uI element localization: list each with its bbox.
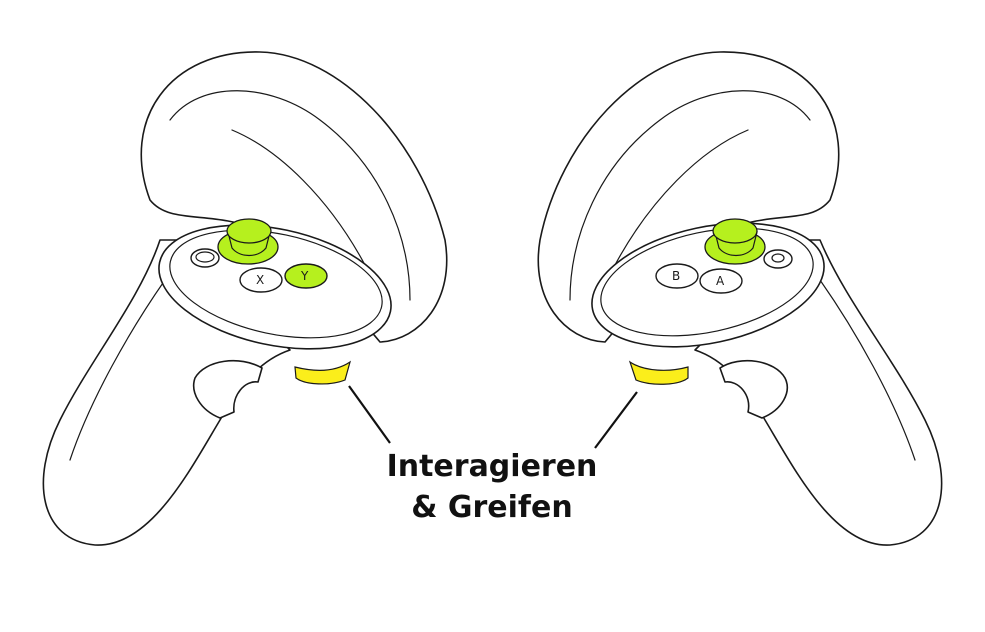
right-controller: B A	[537, 51, 943, 546]
left-grip-button	[294, 360, 352, 385]
caption-line-1: Interagieren	[386, 449, 598, 484]
left-thumbstick	[217, 218, 279, 265]
right-thumbstick	[704, 218, 766, 265]
left-button-y: Y	[284, 263, 328, 289]
right-leader-line	[594, 391, 638, 449]
caption-line-2: & Greifen	[411, 490, 573, 525]
grip-caption: Interagieren & Greifen	[342, 446, 642, 528]
button-a-label: A	[716, 274, 725, 288]
left-button-x: X	[239, 267, 283, 293]
menu-icon	[190, 248, 220, 268]
button-y-label: Y	[300, 269, 309, 283]
right-button-b: B	[655, 263, 699, 289]
button-x-label: X	[256, 273, 264, 287]
button-b-label: B	[672, 269, 680, 283]
right-button-a: A	[699, 268, 743, 294]
left-controller: X Y	[42, 51, 448, 546]
left-leader-line	[348, 385, 391, 444]
right-trigger	[719, 360, 788, 419]
left-trigger	[193, 359, 263, 419]
right-grip-button	[628, 360, 689, 385]
oculus-icon	[763, 249, 793, 269]
